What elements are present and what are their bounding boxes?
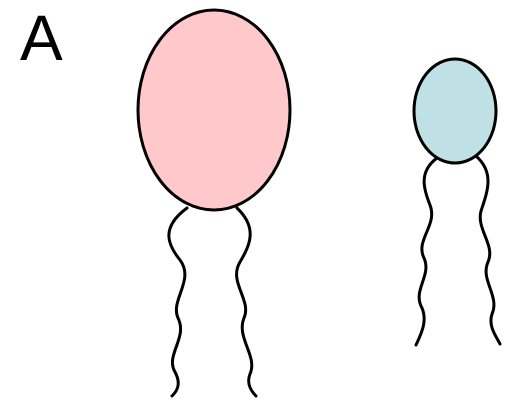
large-cell-left-flagellum	[169, 208, 187, 396]
small-cell-left-flagellum	[416, 158, 437, 345]
large-cell-right-flagellum	[237, 208, 256, 396]
small-cell-body	[414, 59, 496, 163]
small-cell-right-flagellum	[476, 156, 500, 344]
large-cell-body	[138, 10, 290, 210]
